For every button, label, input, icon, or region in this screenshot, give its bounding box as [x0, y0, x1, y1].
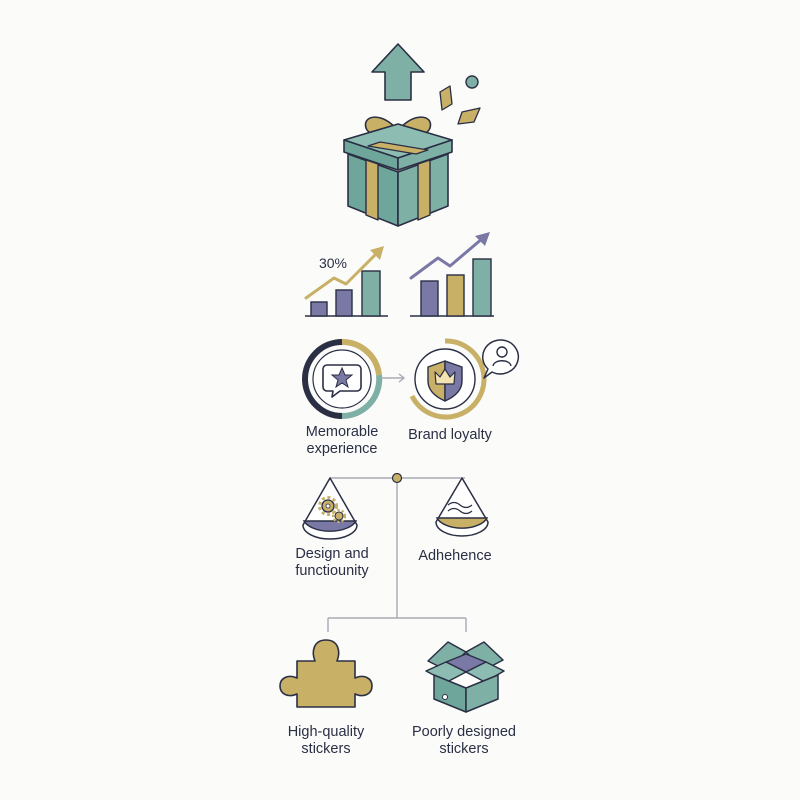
wave-scale-pan-icon [435, 477, 489, 537]
adhehence-label: Adhehence [405, 548, 505, 565]
gear-scale-pan-icon [302, 477, 358, 540]
arrow-up-icon [371, 43, 425, 101]
confetti-icon [439, 75, 481, 125]
brand-loyalty-label: Brand loyalty [392, 427, 508, 444]
adhehence-text: Adhehence [418, 548, 492, 564]
balance-scale-lines [327, 472, 467, 632]
poorly-line-2: stickers [439, 741, 489, 757]
crown-shield-icon [409, 338, 487, 420]
design-line-1: Design and [295, 546, 369, 562]
arrow-connector-icon [381, 373, 406, 383]
design-functionality-label: Design and functiounity [272, 546, 392, 580]
star-speech-bubble-icon [302, 338, 383, 420]
user-speech-bubble-icon [481, 339, 519, 379]
poorly-line-1: Poorly designed [412, 724, 516, 740]
puzzle-piece-icon [279, 639, 373, 708]
memorable-experience-label: Memorable experience [282, 424, 402, 458]
memorable-line-2: experience [306, 441, 378, 457]
poorly-designed-stickers-label: Poorly designed stickers [396, 724, 532, 758]
high-quality-line-2: stickers [301, 741, 351, 757]
bar-chart-growth-icon [304, 246, 388, 317]
memorable-line-1: Memorable [305, 424, 379, 440]
bar-chart-trend-icon [409, 232, 494, 317]
design-line-2: functiounity [295, 563, 369, 579]
brand-loyalty-text: Brand loyalty [408, 427, 492, 443]
high-quality-line-1: High-quality [287, 724, 365, 740]
gift-box-icon [343, 116, 453, 227]
open-box-icon [425, 641, 505, 713]
chart-percent-label: 30% [319, 255, 347, 271]
high-quality-stickers-label: High-quality stickers [266, 724, 386, 758]
